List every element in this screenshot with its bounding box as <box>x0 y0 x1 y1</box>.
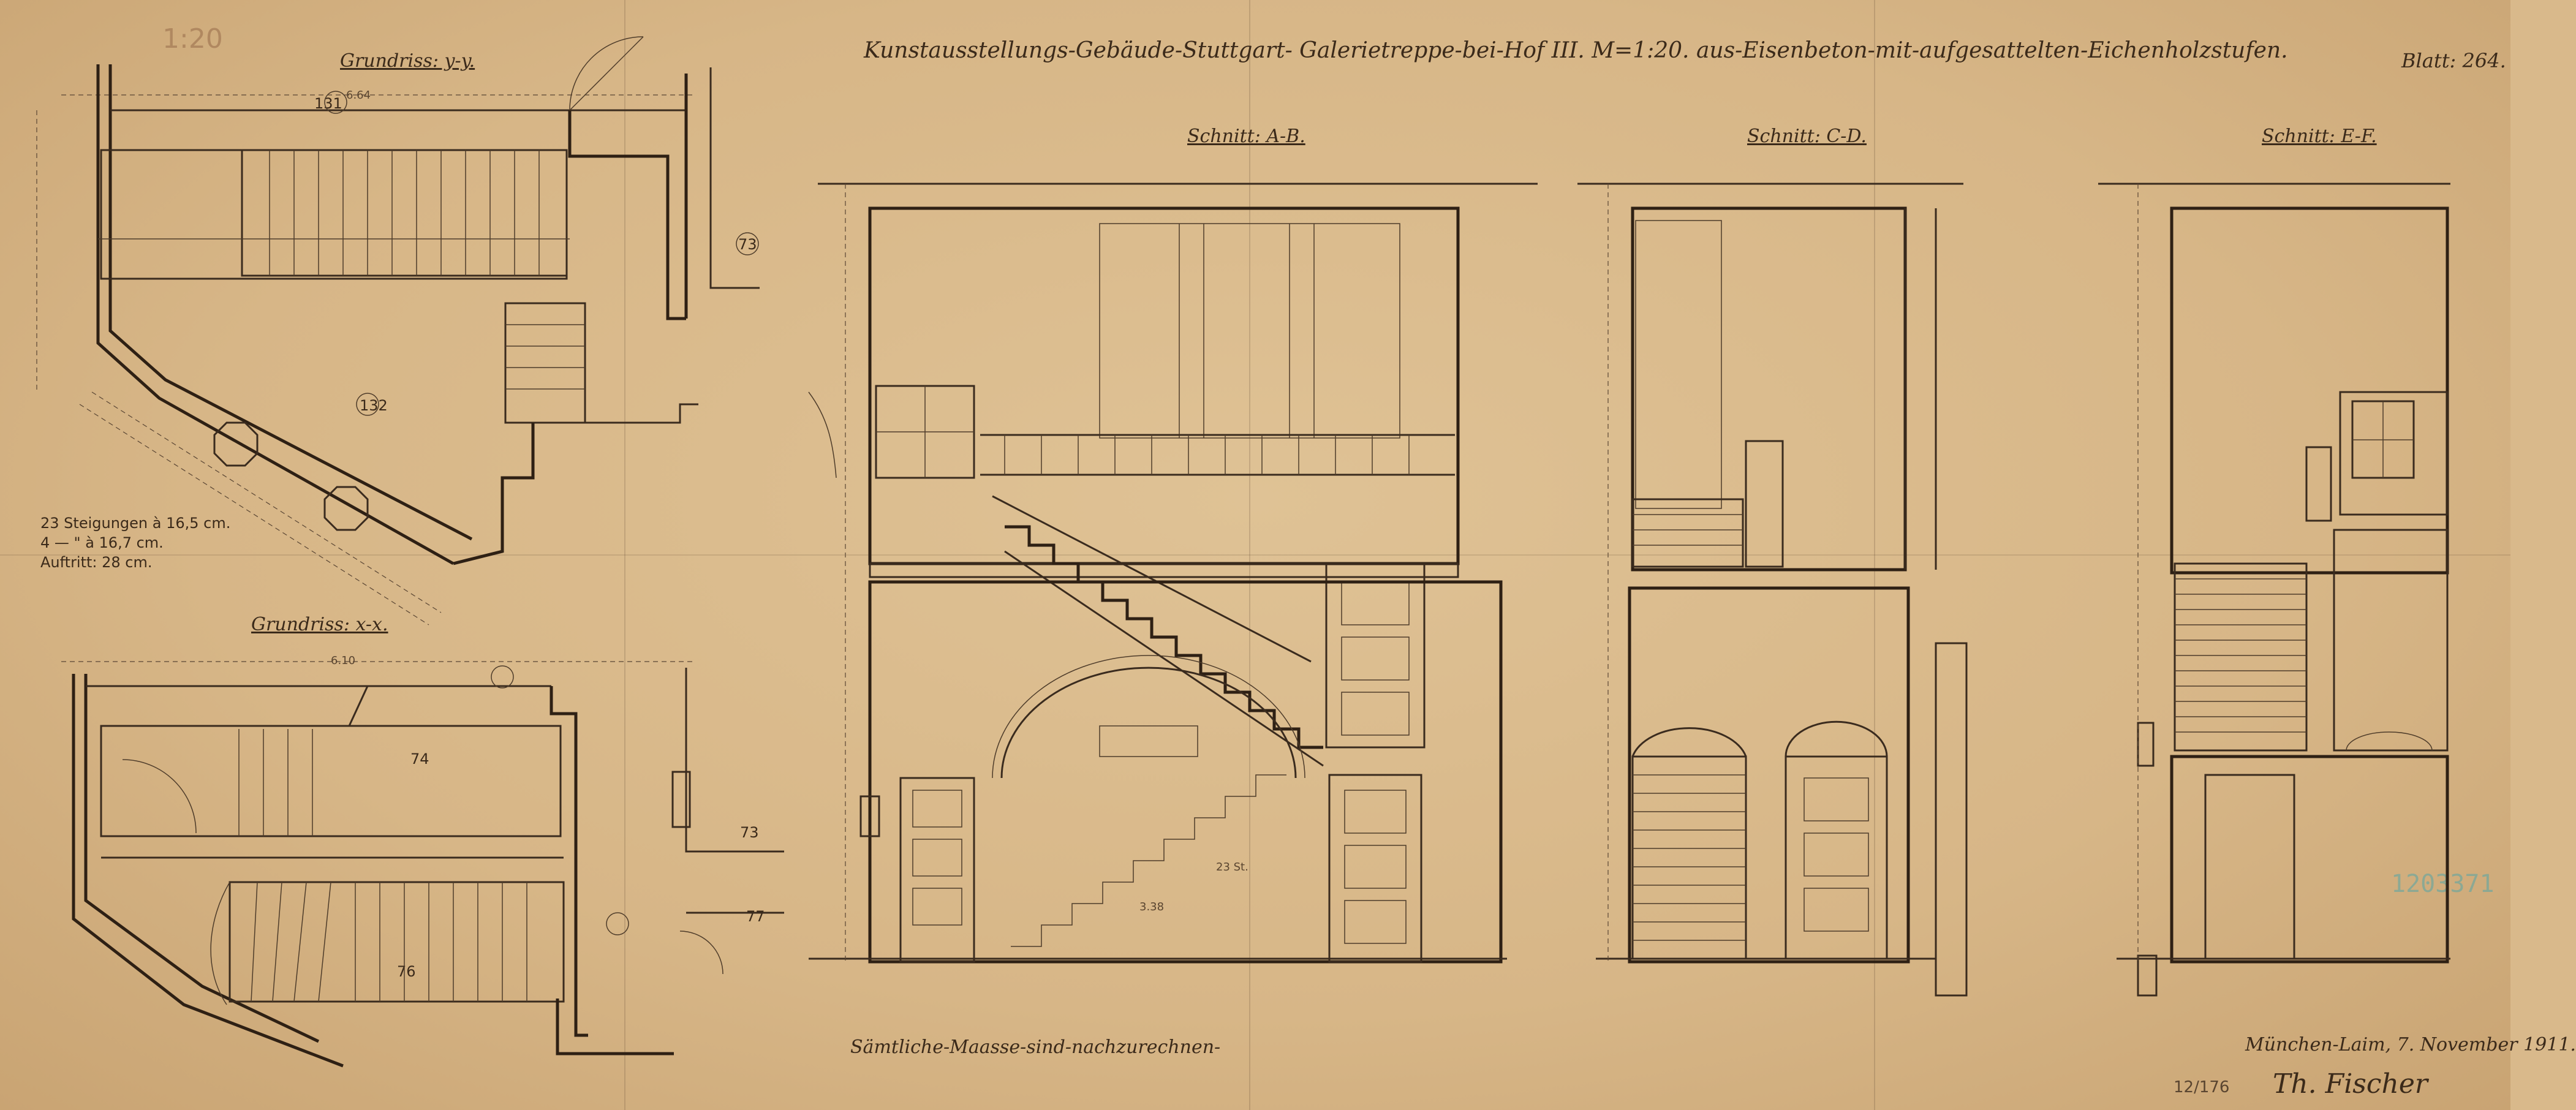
section-cd-heading: Schnitt: C-D. <box>1747 126 1867 147</box>
sheet-number: Blatt: 264. <box>2401 49 2506 72</box>
archive-reference: 12/176 <box>2174 1078 2230 1097</box>
room-number-74: 74 <box>410 750 429 768</box>
section-cd <box>1577 183 1968 997</box>
room-number-73-lower: 73 <box>740 824 759 841</box>
room-number-73-upper: 73 <box>738 236 757 253</box>
scale-note: 1:20 <box>162 23 223 55</box>
footer-note: Sämtliche-Maasse-sind-nachzurechnen- <box>850 1036 1221 1058</box>
signature: Th. Fischer <box>2273 1068 2428 1100</box>
fold-lines <box>0 0 2510 1110</box>
archive-stamp: 1203371 <box>2391 870 2495 898</box>
plan-lower-heading: Grundriss: x-x. <box>251 614 388 635</box>
dim-section-ab-run: 3.38 <box>1139 900 1165 913</box>
dim-plan-upper-width: 6.64 <box>346 89 371 102</box>
dim-plan-lower-width: 6.10 <box>331 654 356 667</box>
room-number-76: 76 <box>397 963 416 980</box>
date-place: München-Laim, 7. November 1911. <box>2245 1034 2576 1055</box>
plan-lower <box>61 661 784 1068</box>
stair-note-3: Auftritt: 28 cm. <box>40 554 153 571</box>
section-ab-heading: Schnitt: A-B. <box>1187 126 1305 147</box>
drawing-title: Kunstausstellungs-Gebäude-Stuttgart- Gal… <box>864 38 2288 63</box>
section-ab <box>808 183 1538 964</box>
room-number-131: 131 <box>314 95 342 112</box>
room-number-132: 132 <box>360 397 388 414</box>
room-number-77: 77 <box>746 908 765 925</box>
section-ef <box>2098 183 2450 997</box>
architectural-drawing <box>0 0 2510 1110</box>
dim-step-heights: 23 St. <box>1216 861 1248 874</box>
plan-upper <box>36 36 760 625</box>
stair-note-1: 23 Steigungen à 16,5 cm. <box>40 515 231 532</box>
section-ef-heading: Schnitt: E-F. <box>2262 126 2377 147</box>
plan-upper-heading: Grundriss: y-y. <box>340 50 475 72</box>
stair-note-2: 4 — " à 16,7 cm. <box>40 534 164 551</box>
